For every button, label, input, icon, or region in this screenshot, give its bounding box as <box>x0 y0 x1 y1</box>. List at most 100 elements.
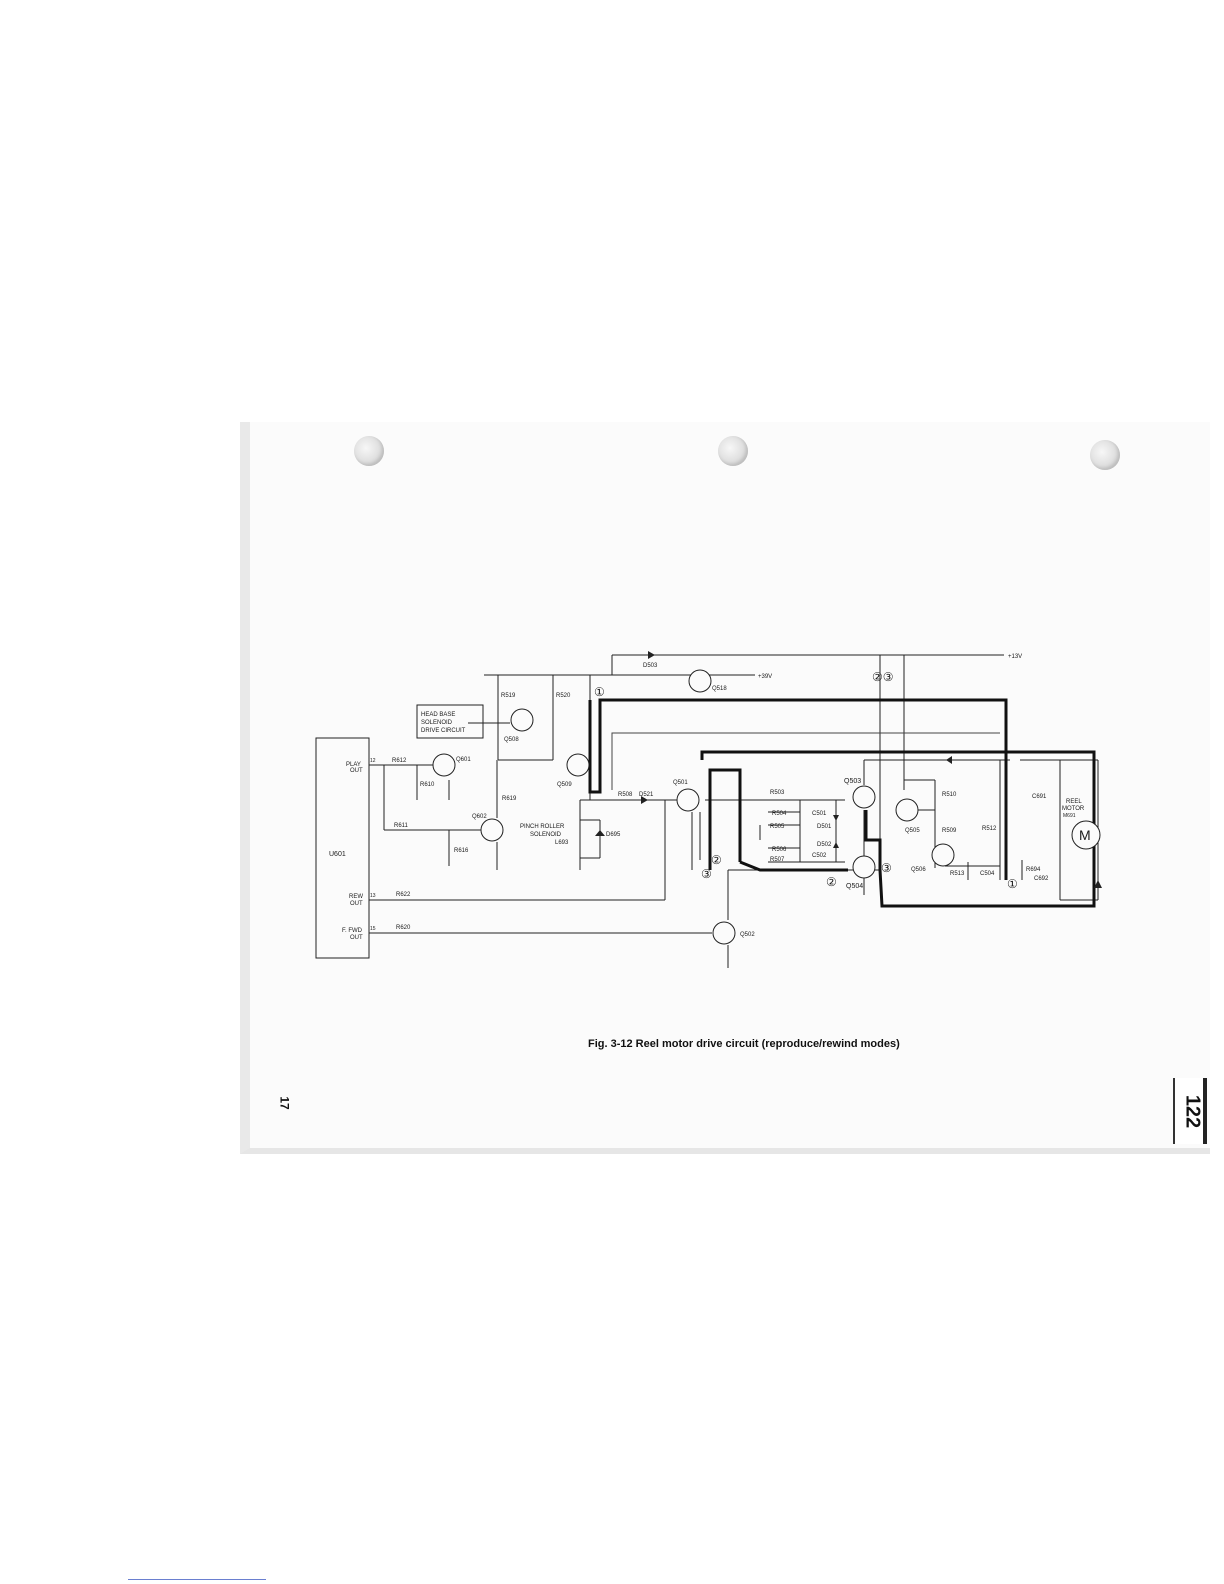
diode-d501 <box>833 815 839 821</box>
transistor-q503 <box>852 785 876 809</box>
transistor-q505 <box>895 798 919 822</box>
section-tab-number: 122 <box>1181 1094 1204 1129</box>
label-plus13v: +13V <box>1008 654 1022 660</box>
label-u601: U601 <box>329 851 346 858</box>
label-reel-2: MOTOR <box>1062 806 1085 812</box>
label-head-base-1: HEAD BASE <box>421 712 455 718</box>
label-c692: C692 <box>1034 876 1049 882</box>
label-rew-2: OUT <box>350 901 363 907</box>
label-motor-m: M <box>1079 827 1091 843</box>
label-q505: Q505 <box>905 828 920 834</box>
label-r620: R620 <box>396 925 411 931</box>
label-q602: Q602 <box>472 814 487 820</box>
label-c504: C504 <box>980 871 995 877</box>
current-arrow <box>1094 880 1102 888</box>
binder-hole-center <box>718 436 748 466</box>
binder-hole-left <box>354 436 384 466</box>
label-q509: Q509 <box>557 782 572 788</box>
head-base-box <box>416 704 484 739</box>
label-head-base-3: DRIVE CIRCUIT <box>421 728 466 734</box>
current-arrow-top <box>946 756 952 764</box>
label-r509: R509 <box>942 828 957 834</box>
section-tab: 122 <box>1173 1078 1207 1144</box>
label-r619: R619 <box>502 796 517 802</box>
label-r610: R610 <box>420 782 435 788</box>
label-q518: Q518 <box>712 686 727 692</box>
transistor-q506 <box>931 843 955 867</box>
label-play-2: OUT <box>350 768 363 774</box>
label-d521: D521 <box>639 792 654 798</box>
label-ffwd-2: OUT <box>350 935 363 941</box>
label-l693: L693 <box>555 840 569 846</box>
label-r622: R622 <box>396 892 411 898</box>
label-d501: D501 <box>817 824 832 830</box>
component-labels: +13V +39V D503 Q518 R519 R520 HEAD BASE … <box>329 654 1091 941</box>
label-r611: R611 <box>394 823 409 829</box>
reel-motor-symbol <box>1071 820 1101 850</box>
label-q501: Q501 <box>673 780 688 786</box>
label-r512: R512 <box>982 826 997 832</box>
label-r504: R504 <box>772 811 787 817</box>
label-d502: D502 <box>817 842 832 848</box>
label-q508: Q508 <box>504 737 519 743</box>
transistor-symbols <box>432 669 1101 945</box>
transistor-q509 <box>566 753 590 777</box>
transistor-q508 <box>510 708 534 732</box>
marker-2a: ② <box>711 853 722 867</box>
label-c691: C691 <box>1032 794 1047 800</box>
label-r694: R694 <box>1026 867 1041 873</box>
diode-d521 <box>641 796 648 804</box>
marker-3a: ③ <box>701 867 712 881</box>
label-ffwd-1: F. FWD <box>342 928 363 934</box>
transistor-q601 <box>432 753 456 777</box>
label-pin15: 15 <box>370 926 376 932</box>
marker-1a: ① <box>594 685 605 699</box>
binder-hole-right <box>1090 440 1120 470</box>
label-c502: C502 <box>812 853 827 859</box>
label-pinch-1: PINCH ROLLER <box>520 824 565 830</box>
label-r612: R612 <box>392 758 407 764</box>
label-r616: R616 <box>454 848 469 854</box>
transistor-q602 <box>480 818 504 842</box>
label-d503: D503 <box>643 663 658 669</box>
label-r510: R510 <box>942 792 957 798</box>
diode-d503 <box>648 651 655 659</box>
transistor-q501 <box>676 788 700 812</box>
diode-d502 <box>833 842 839 848</box>
label-rew-1: REW <box>349 894 363 900</box>
label-m691: M691 <box>1063 813 1076 819</box>
label-pinch-2: SOLENOID <box>530 832 562 838</box>
marker-3b: ③ <box>881 861 892 875</box>
marker-23: ②③ <box>872 670 894 684</box>
label-r507: R507 <box>770 857 785 863</box>
label-play-1: PLAY <box>346 762 361 768</box>
current-path-highlight <box>588 698 1096 908</box>
label-q506: Q506 <box>911 867 926 873</box>
figure-caption: Fig. 3-12 Reel motor drive circuit (repr… <box>588 1038 900 1050</box>
label-r505: R505 <box>770 824 785 830</box>
marker-1b: ① <box>1007 877 1018 891</box>
circuit-wires <box>315 654 1099 968</box>
label-plus39v: +39V <box>758 674 772 680</box>
label-pin12: 12 <box>370 758 376 764</box>
page-number: 17 <box>277 1096 292 1110</box>
label-r520: R520 <box>556 693 571 699</box>
label-r513: R513 <box>950 871 965 877</box>
current-path-thin <box>611 732 1000 790</box>
marker-2b: ② <box>826 875 837 889</box>
label-d695: D695 <box>606 832 621 838</box>
diode-d695 <box>595 830 605 836</box>
label-q503: Q503 <box>844 778 861 785</box>
label-c501: C501 <box>812 811 827 817</box>
transistor-q504 <box>852 855 876 879</box>
label-r506: R506 <box>772 847 787 853</box>
transistor-q502 <box>712 921 736 945</box>
label-r503: R503 <box>770 790 785 796</box>
label-r519: R519 <box>501 693 516 699</box>
label-q504: Q504 <box>846 883 863 890</box>
label-head-base-2: SOLENOID <box>421 720 453 726</box>
bottom-rule <box>128 1579 266 1580</box>
transistor-q518 <box>688 669 712 693</box>
label-r508: R508 <box>618 792 633 798</box>
